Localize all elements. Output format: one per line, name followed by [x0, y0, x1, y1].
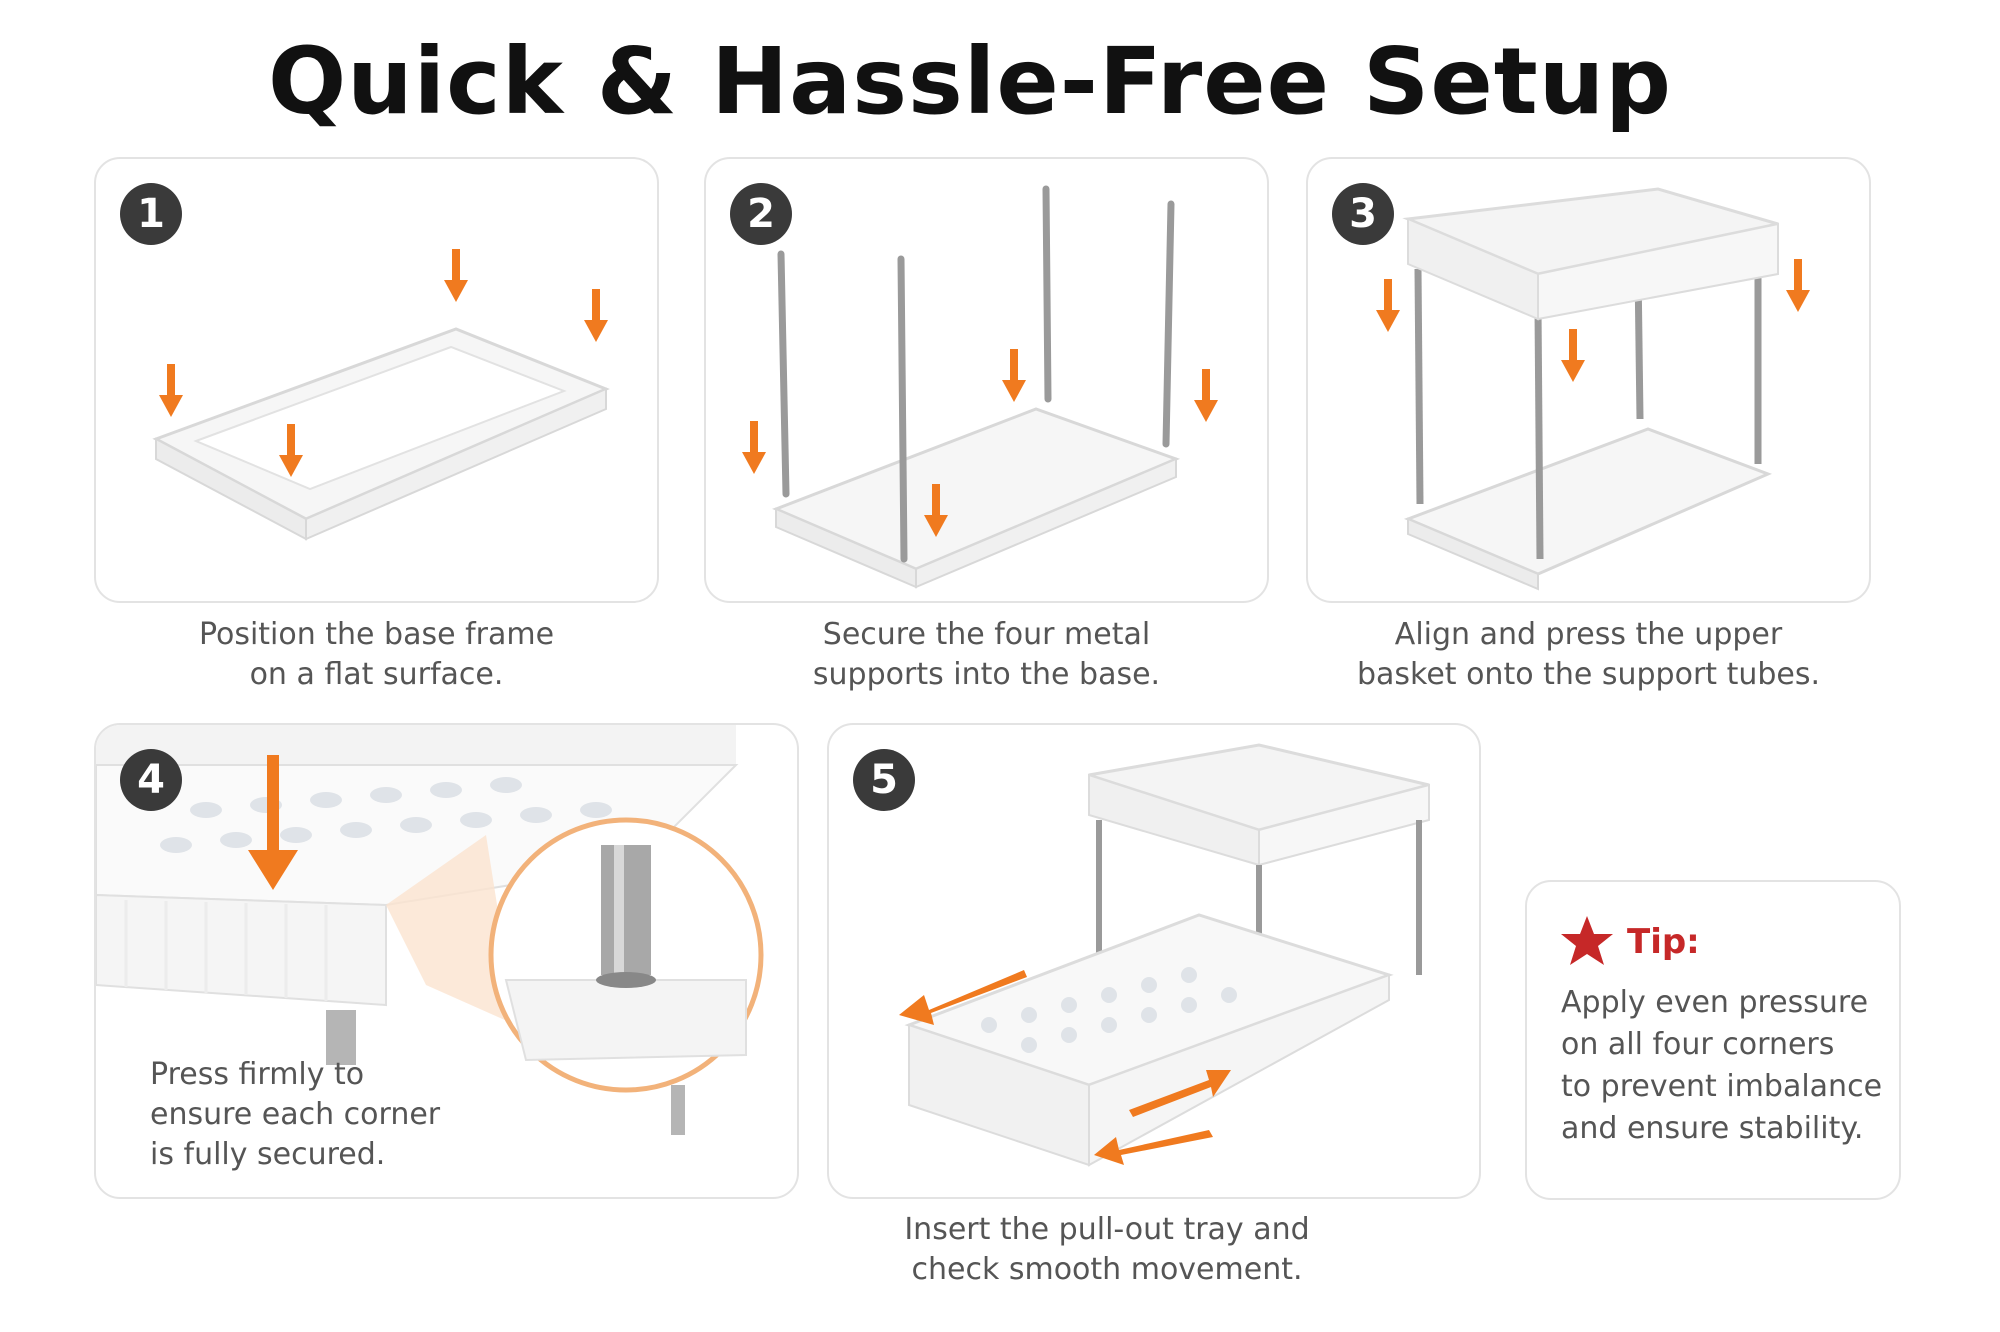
upper-basket-illustration [1376, 187, 1810, 591]
metal-supports-illustration [742, 185, 1218, 589]
step-4-panel: 4 Press firmly to ensure each corner is … [94, 723, 799, 1199]
arrow-down-icon [159, 249, 608, 477]
step-5-panel: 5 [827, 723, 1481, 1199]
step-1-badge: 1 [120, 183, 182, 245]
step-2-caption: Secure the four metal supports into the … [812, 617, 1161, 692]
tip-title: Tip: [1627, 922, 1700, 962]
step-3-panel: 3 [1306, 157, 1871, 603]
pull-out-tray-illustration [899, 743, 1430, 1167]
base-frame-illustration [152, 249, 610, 541]
star-icon [1561, 916, 1613, 965]
page-title: Quick & Hassle-Free Setup [267, 28, 1673, 135]
step-4-caption: Press firmly to ensure each corner is fu… [150, 1057, 441, 1172]
step-5-caption: Insert the pull-out tray and check smoot… [904, 1212, 1310, 1287]
step-3-caption: Align and press the upper basket onto th… [1356, 617, 1821, 692]
step-2-badge: 2 [730, 183, 792, 245]
step-5-badge: 5 [853, 749, 915, 811]
tip-text: Apply even pressure on all four corners … [1561, 985, 1883, 1146]
tip-card: Tip: Apply even pressure on all four cor… [1525, 880, 1901, 1200]
press-corner-illustration [96, 725, 764, 1135]
step-1-caption: Position the base frame on a flat surfac… [198, 617, 555, 692]
step-2-panel: 2 [704, 157, 1269, 603]
step-4-badge: 4 [120, 749, 182, 811]
step-1-panel: 1 [94, 157, 659, 603]
step-3-badge: 3 [1332, 183, 1394, 245]
